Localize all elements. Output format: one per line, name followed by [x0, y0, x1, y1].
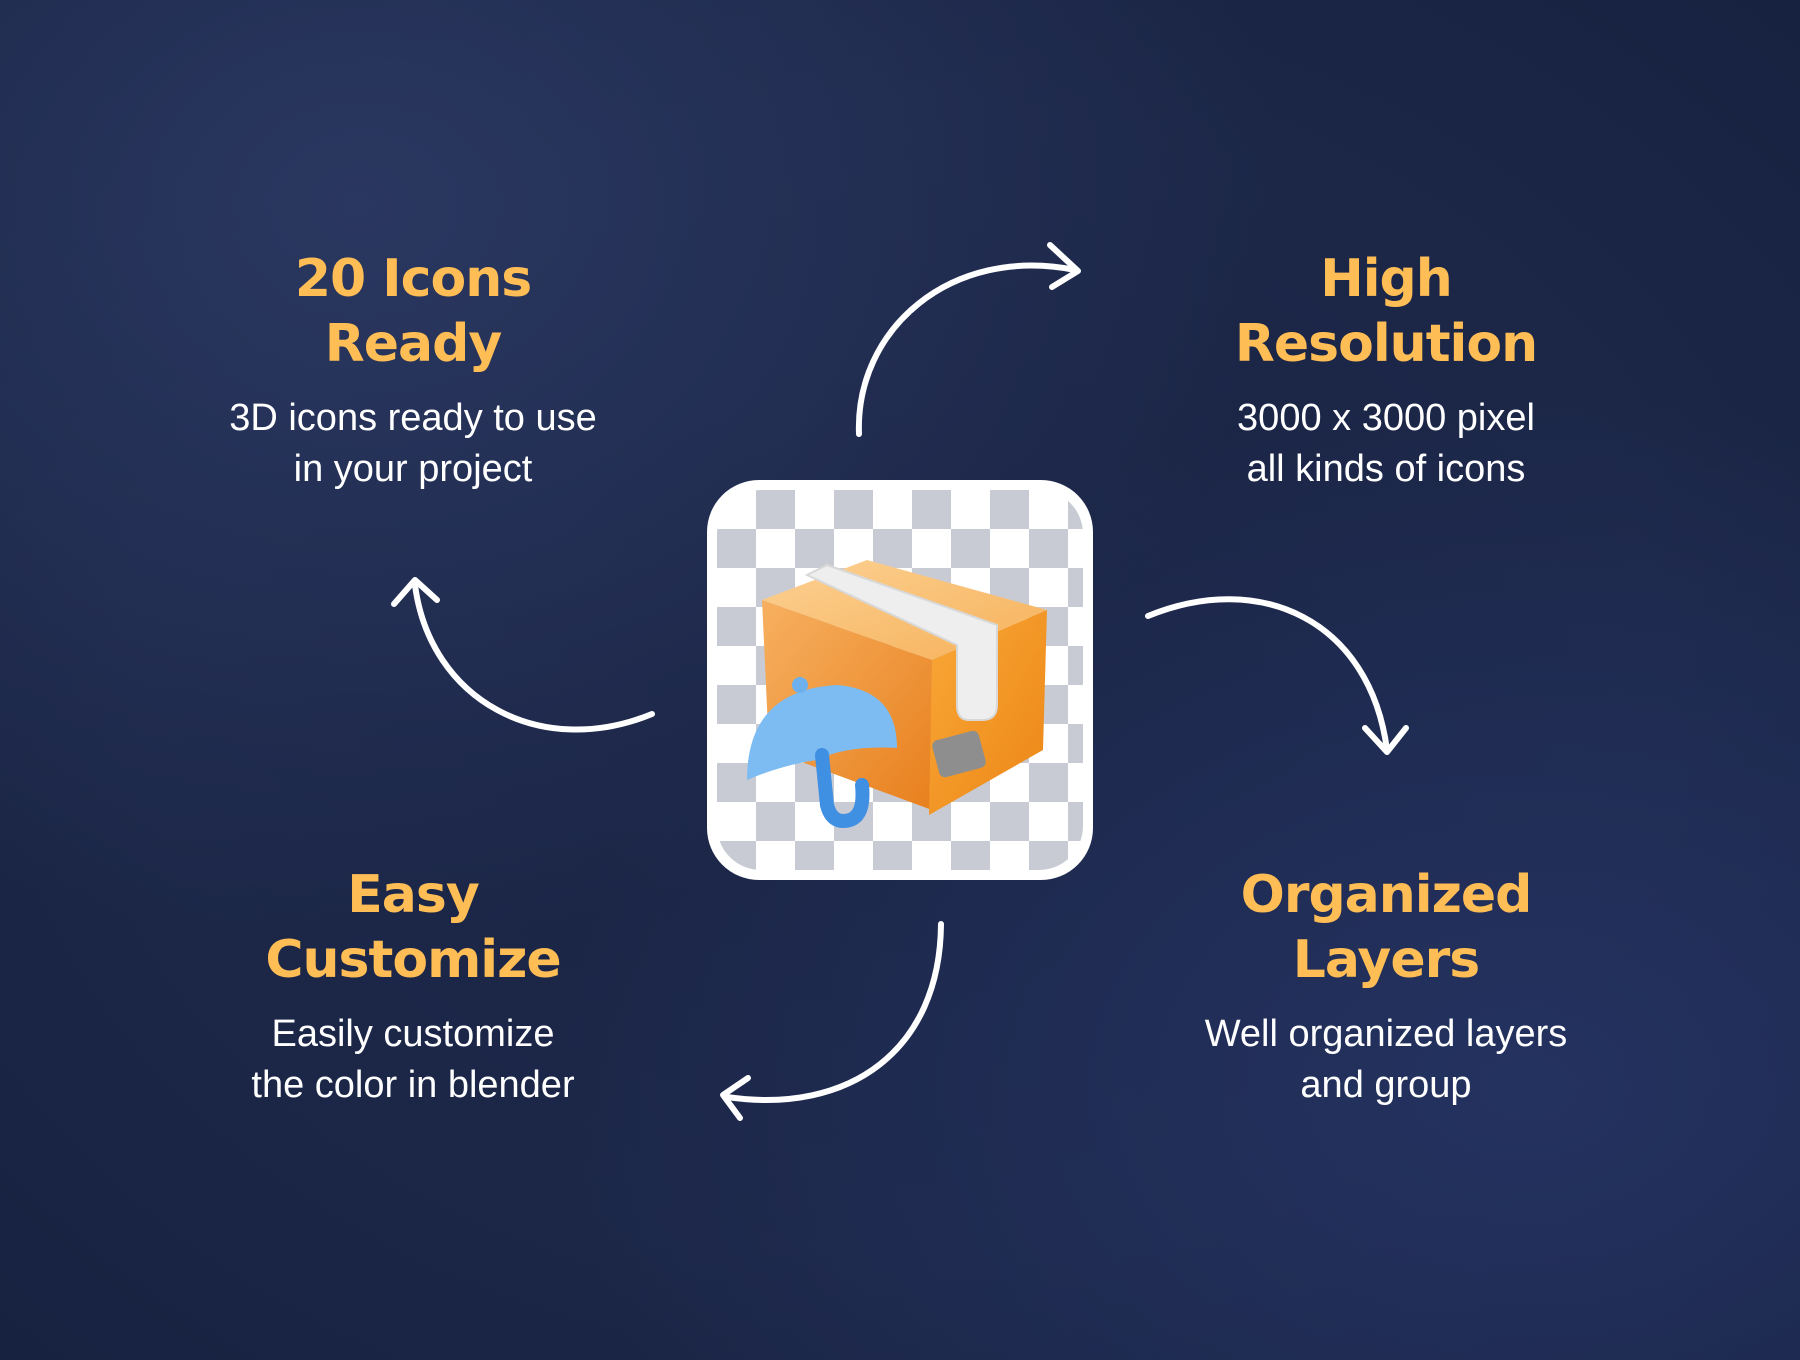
feature-title: Organized	[1240, 865, 1533, 925]
feature-title: Layers	[1292, 930, 1480, 990]
arrowhead-right	[1362, 725, 1409, 755]
icon-preview-tile	[707, 480, 1093, 880]
feature-desc: all kinds of icons	[1246, 448, 1526, 490]
arrowhead-left	[391, 577, 440, 607]
feature-title: Easy	[347, 865, 479, 925]
arrowhead-top	[1047, 242, 1081, 290]
feature-desc: and group	[1300, 1064, 1472, 1106]
arrow-bottom	[724, 921, 944, 1103]
arrow-right	[1145, 596, 1390, 753]
feature-title: Resolution	[1234, 314, 1538, 374]
feature-title: High	[1320, 249, 1453, 309]
feature-title: Customize	[265, 930, 561, 990]
feature-title: Ready	[324, 314, 503, 374]
feature-desc: the color in blender	[251, 1064, 575, 1106]
feature-desc: in your project	[293, 448, 533, 490]
feature-desc: Well organized layers	[1204, 1013, 1568, 1055]
feature-title: 20 Icons	[294, 249, 532, 309]
feature-desc: 3000 x 3000 pixel	[1237, 397, 1535, 439]
box-with-umbrella-icon	[747, 560, 1047, 828]
arrow-left	[412, 582, 655, 733]
feature-desc: Easily customize	[271, 1013, 555, 1055]
arrow-top	[855, 262, 1078, 437]
arrowhead-bottom	[720, 1075, 751, 1121]
feature-desc: 3D icons ready to use	[229, 397, 597, 439]
